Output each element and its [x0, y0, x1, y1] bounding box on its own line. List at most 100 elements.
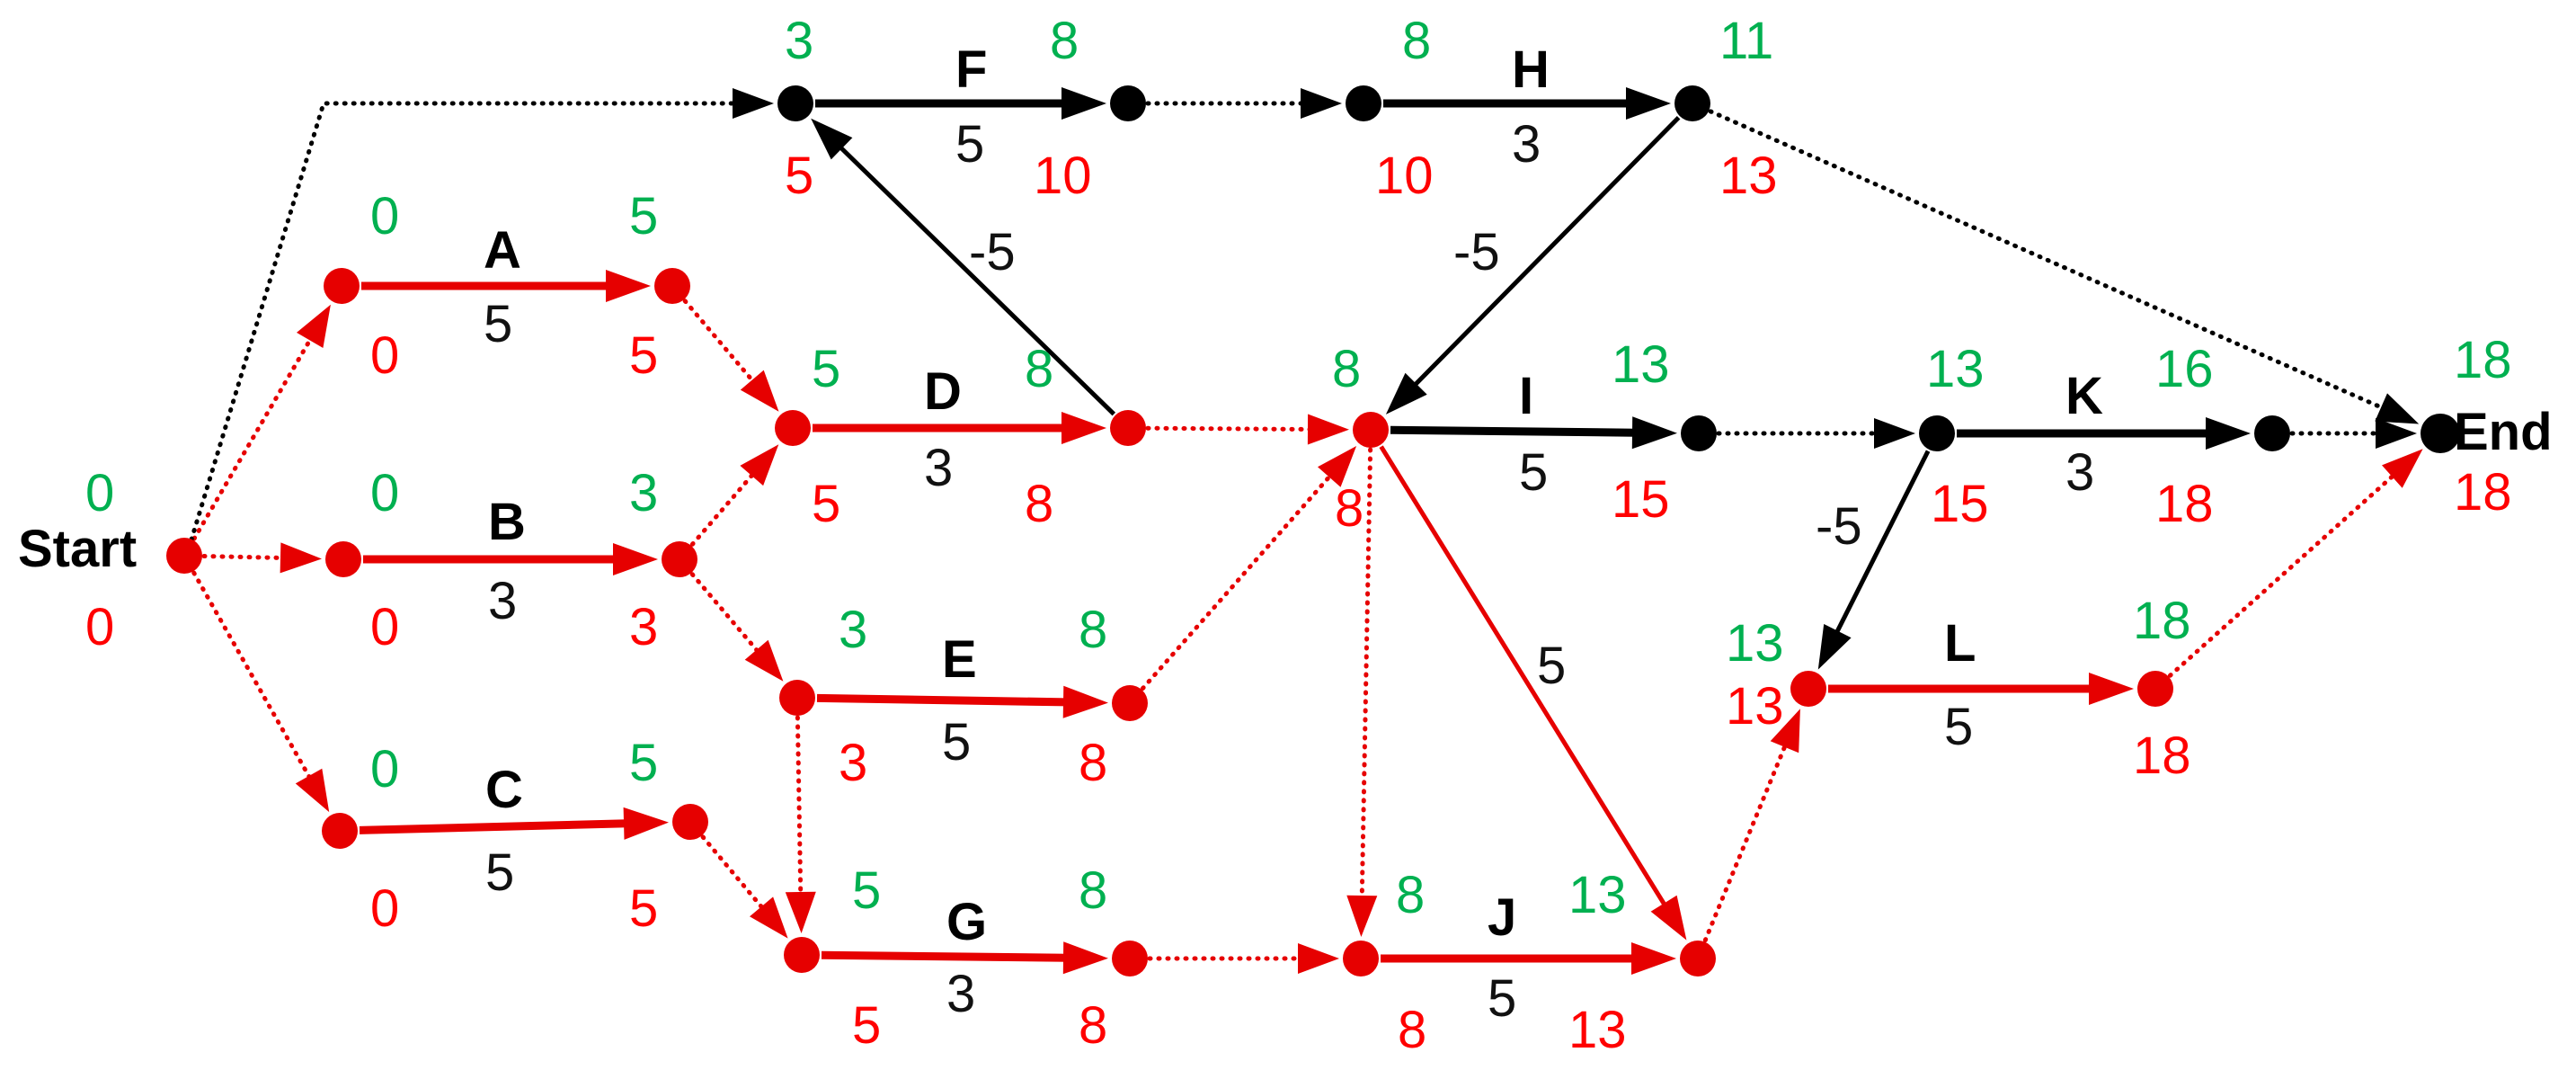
- activity-arrow-i0-i1-arrowhead: [1631, 416, 1677, 450]
- lag-arrow-k0-l0-arrowhead: [1817, 624, 1852, 670]
- activity-e-late-start: 3: [839, 734, 867, 792]
- start-late-time: 0: [85, 598, 114, 656]
- precedence-arrow-c1-g0: [700, 834, 788, 939]
- event-node-b1: [662, 541, 697, 577]
- activity-d-late-start: 5: [812, 475, 840, 533]
- event-node-f1: [1110, 85, 1146, 121]
- event-node-i0: [1353, 412, 1389, 448]
- activity-b-early-start: 0: [370, 464, 399, 522]
- precedence-arrow-i0-j0-line: [1359, 447, 1373, 902]
- event-node-d0: [775, 410, 811, 446]
- activity-a-name: A: [484, 221, 521, 280]
- precedence-arrow-a1-d0-arrowhead: [740, 370, 779, 412]
- activity-f-duration: 5: [955, 115, 984, 174]
- activity-a-early-finish: 5: [629, 187, 658, 245]
- activity-j-duration: 5: [1488, 969, 1516, 1028]
- event-node-i1: [1681, 415, 1717, 451]
- activity-arrow-l0-l1: [1828, 673, 2134, 705]
- precedence-arrow-start-f0-line: [189, 101, 735, 542]
- precedence-arrow-start-b0-line: [201, 554, 287, 560]
- activity-arrow-b0-b1: [363, 543, 658, 575]
- lag-arrow-i0-j1-arrowhead: [1650, 895, 1687, 941]
- activity-l-early-start: 13: [1726, 614, 1784, 673]
- activity-arrow-f0-f1-arrowhead: [1061, 87, 1106, 120]
- activity-h-late-start: 10: [1375, 147, 1434, 205]
- end-late-time: 18: [2454, 463, 2512, 522]
- event-node-c0: [322, 813, 358, 849]
- activity-d-name: D: [924, 362, 962, 421]
- lag-i-to-j-label: 5: [1537, 637, 1566, 695]
- precedence-arrow-g1-j0: [1147, 943, 1339, 974]
- activity-a-late-finish: 5: [629, 326, 658, 385]
- precedence-arrow-l1-end: [2167, 449, 2423, 678]
- activity-l-early-finish: 18: [2133, 592, 2191, 650]
- activity-l-name: L: [1944, 614, 1976, 673]
- end-label: End: [2454, 403, 2553, 461]
- event-node-l1: [2137, 671, 2173, 707]
- activity-k-late-start: 15: [1931, 475, 1989, 533]
- activity-arrow-k0-k1: [1957, 417, 2251, 450]
- activity-f-late-finish: 10: [1034, 147, 1092, 205]
- activity-arrow-k0-k1-arrowhead: [2206, 417, 2251, 450]
- lag-arrow-h1-i0: [1385, 115, 1681, 415]
- precedence-arrow-i0-j0: [1346, 447, 1378, 937]
- precedence-arrow-d1-i0: [1145, 414, 1349, 445]
- activity-g-duration: 3: [946, 965, 975, 1023]
- activity-i-early-start: 8: [1332, 340, 1361, 398]
- activity-j-late-finish: 13: [1568, 1001, 1627, 1059]
- activity-d-early-start: 5: [812, 340, 840, 398]
- activity-e-name: E: [942, 630, 977, 689]
- activity-arrow-j0-j1: [1381, 942, 1676, 975]
- event-node-start: [166, 538, 202, 574]
- precedence-arrow-start-b0: [201, 542, 322, 574]
- activity-i-early-finish: 13: [1612, 335, 1670, 394]
- precedence-arrow-start-b0-arrowhead: [280, 542, 322, 574]
- event-node-d1: [1110, 410, 1146, 446]
- precedence-arrow-l1-end-arrowhead: [2382, 449, 2423, 488]
- precedence-arrow-b1-d0-arrowhead: [740, 444, 779, 486]
- activity-arrow-g0-g1: [821, 941, 1108, 975]
- precedence-arrow-k1-end-arrowhead: [2376, 418, 2417, 449]
- event-node-e1: [1112, 685, 1148, 721]
- activity-g-early-finish: 8: [1079, 861, 1107, 920]
- activity-arrow-c0-c1-arrowhead: [623, 807, 669, 840]
- event-node-l0: [1790, 671, 1826, 707]
- lag-arrow-k0-l0: [1817, 450, 1931, 670]
- activity-j-early-finish: 13: [1568, 866, 1627, 924]
- lag-arrow-i0-j1: [1379, 445, 1687, 941]
- precedence-arrow-b1-e0-line: [689, 572, 761, 655]
- edges-layer: [189, 87, 2423, 975]
- lag-arrow-k0-l0-line: [1834, 450, 1931, 636]
- activity-h-early-finish: 11: [1719, 12, 1773, 70]
- activity-e-duration: 5: [942, 713, 971, 771]
- activity-g-late-start: 5: [852, 996, 881, 1055]
- precedence-arrow-b1-d0: [689, 444, 779, 547]
- activity-f-late-start: 5: [785, 147, 813, 205]
- activity-c-name: C: [485, 761, 523, 819]
- precedence-arrow-i0-j0-arrowhead: [1346, 895, 1378, 937]
- precedence-arrow-f1-h0-arrowhead: [1301, 88, 1342, 119]
- activity-arrow-e0-e1-line: [816, 693, 1068, 707]
- activity-arrow-f0-f1: [815, 87, 1106, 120]
- activity-h-name: H: [1512, 40, 1550, 99]
- precedence-arrow-e0-g0-arrowhead: [785, 891, 816, 933]
- precedence-arrow-b1-e0: [689, 572, 784, 682]
- activity-j-early-start: 8: [1396, 866, 1425, 924]
- lag-arrow-d1-f0-arrowhead: [811, 118, 853, 160]
- precedence-arrow-b1-d0-line: [689, 470, 757, 547]
- event-node-c1: [672, 804, 708, 840]
- precedence-arrow-start-c0-arrowhead: [295, 768, 330, 813]
- event-node-k0: [1919, 415, 1955, 451]
- activity-e-late-finish: 8: [1079, 734, 1107, 792]
- activity-d-duration: 3: [924, 439, 953, 497]
- precedence-arrow-e0-g0: [785, 715, 816, 933]
- activity-e-early-finish: 8: [1079, 601, 1107, 659]
- precedence-arrow-h1-end-line: [1708, 109, 2387, 412]
- activity-b-name: B: [488, 493, 526, 551]
- precedence-arrow-e0-g0-line: [795, 715, 804, 898]
- activity-l-late-finish: 18: [2133, 727, 2191, 785]
- end-early-time: 18: [2454, 331, 2512, 389]
- start-label: Start: [18, 520, 137, 578]
- activity-d-early-finish: 8: [1025, 340, 1053, 398]
- event-node-b0: [325, 541, 361, 577]
